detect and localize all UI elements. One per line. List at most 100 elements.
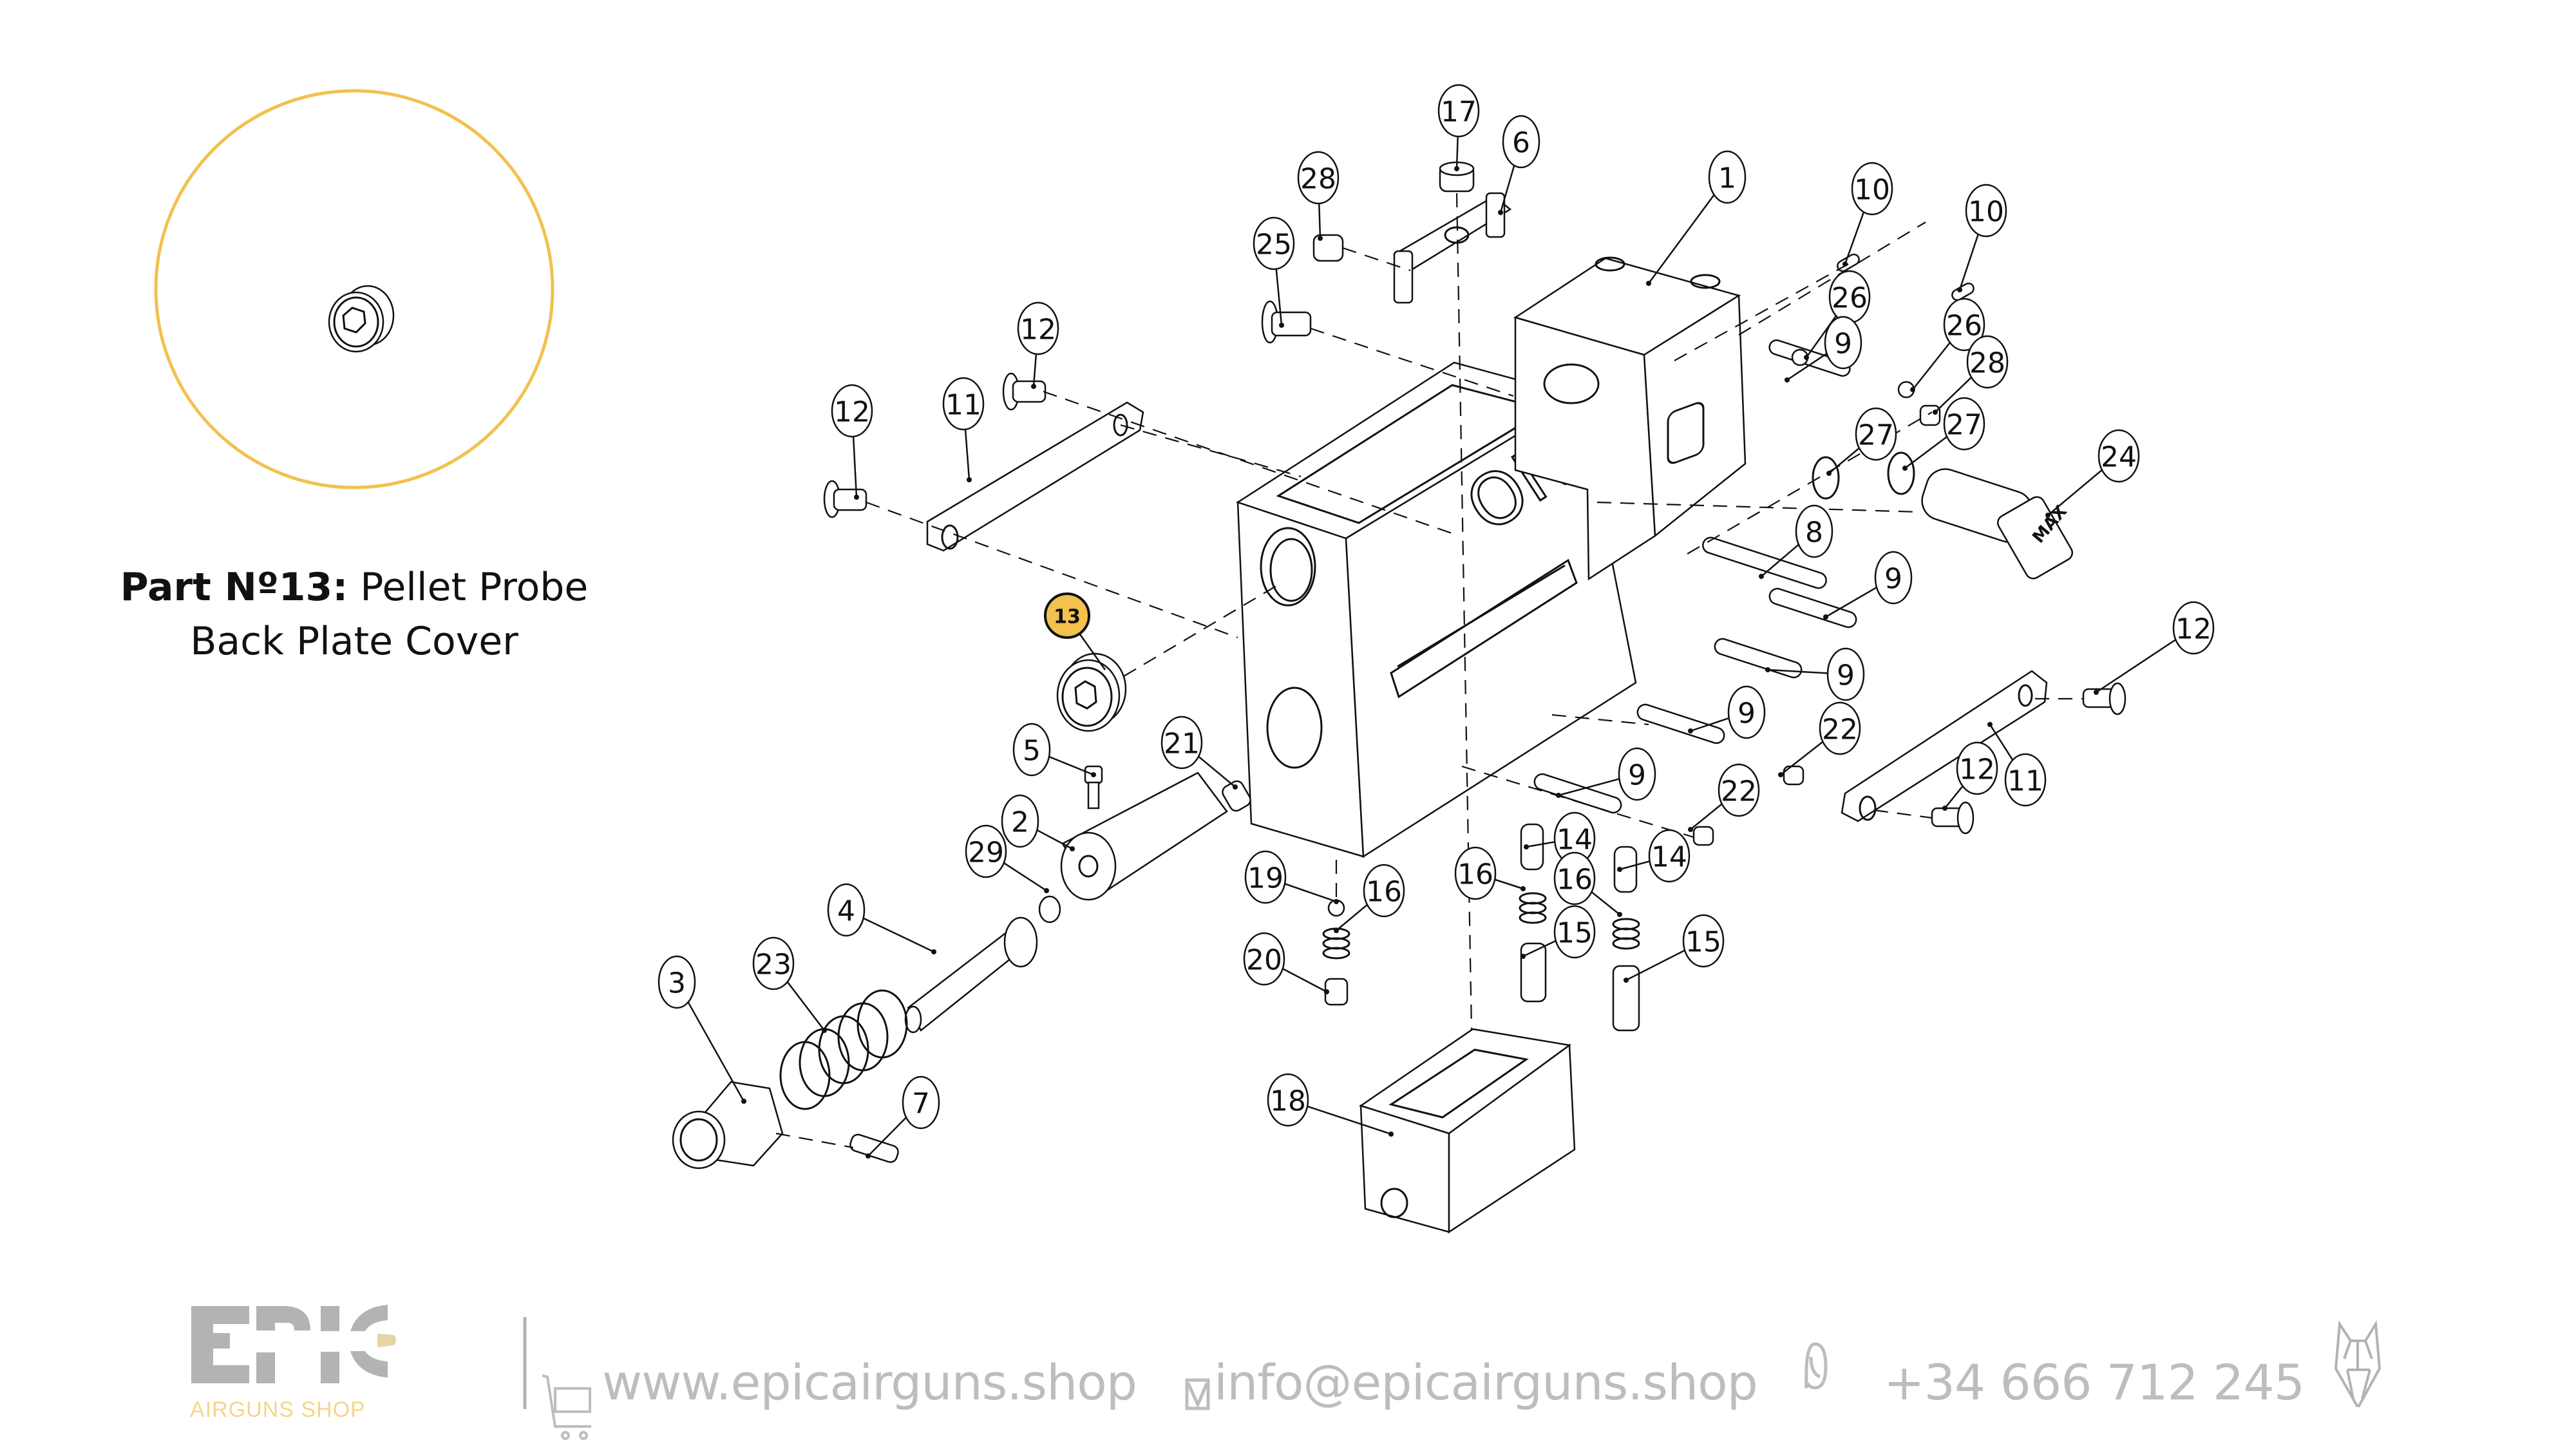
callout-anchor-dot — [1524, 844, 1529, 849]
callout-anchor-dot — [1842, 261, 1848, 267]
callout-anchor-dot — [1902, 466, 1908, 471]
callout-9[interactable]: 9 — [1688, 685, 1766, 739]
callout-16[interactable]: 16 — [1553, 851, 1622, 917]
callout-28[interactable]: 28 — [1297, 151, 1340, 241]
callout-number: 12 — [1959, 753, 1995, 786]
callout-10[interactable]: 10 — [1957, 184, 2007, 292]
callout-9[interactable]: 9 — [1765, 647, 1865, 701]
callout-19[interactable]: 19 — [1244, 850, 1339, 904]
callout-12[interactable]: 12 — [831, 384, 873, 500]
part-25-screw — [1261, 300, 1312, 344]
callout-12[interactable]: 12 — [1017, 301, 1059, 389]
detent-assembly-mid — [1519, 823, 1547, 1003]
callout-number: 11 — [2007, 765, 2043, 798]
callout-20[interactable]: 20 — [1243, 932, 1329, 994]
callout-number: 9 — [1628, 759, 1646, 792]
callout-1[interactable]: 1 — [1646, 150, 1747, 286]
callout-18[interactable]: 18 — [1267, 1073, 1394, 1137]
callout-leader — [863, 917, 934, 953]
callout-4[interactable]: 4 — [827, 883, 936, 954]
callout-11[interactable]: 11 — [1987, 722, 2047, 807]
callout-22[interactable]: 22 — [1688, 763, 1760, 832]
callout-leader — [1036, 829, 1073, 850]
callout-21[interactable]: 21 — [1160, 715, 1238, 790]
callout-anchor-dot — [1031, 384, 1036, 389]
callout-anchor-dot — [1987, 722, 1993, 727]
callout-number: 22 — [1721, 775, 1757, 808]
callout-16[interactable]: 16 — [1454, 846, 1526, 900]
callout-22[interactable]: 22 — [1778, 701, 1861, 777]
callout-16[interactable]: 16 — [1334, 864, 1405, 933]
callout-6[interactable]: 6 — [1498, 115, 1540, 215]
phone-number[interactable]: +34 666 712 245 — [1884, 1354, 2305, 1411]
epic-logo[interactable] — [191, 1305, 396, 1383]
callout-bubble — [1244, 850, 1287, 904]
callout-24[interactable]: 24 — [2045, 429, 2140, 518]
part-1-block — [1513, 256, 1747, 581]
callout-3[interactable]: 3 — [658, 955, 746, 1104]
callout-bubble — [1795, 504, 1833, 558]
email-link[interactable]: info@epicairguns.shop — [1214, 1354, 1758, 1411]
callout-2[interactable]: 2 — [1001, 794, 1075, 851]
callout-29[interactable]: 29 — [965, 824, 1049, 893]
callout-anchor-dot — [1617, 912, 1622, 917]
callout-5[interactable]: 5 — [1012, 723, 1096, 777]
callout-number: 3 — [668, 967, 686, 1000]
part-name-line2: Back Plate Cover — [190, 619, 518, 664]
callout-12[interactable]: 12 — [1942, 741, 1998, 811]
callout-bubble — [1553, 851, 1596, 905]
part-29-o-ring — [1038, 895, 1061, 923]
callout-9[interactable]: 9 — [1556, 747, 1656, 801]
callout-26[interactable]: 26 — [1804, 270, 1871, 360]
detent-assembly-right — [1612, 846, 1640, 1032]
callout-bubble — [1874, 551, 1913, 605]
callout-anchor-dot — [1070, 846, 1075, 851]
website-link[interactable]: www.epicairguns.shop — [602, 1354, 1137, 1411]
callout-number: 7 — [912, 1088, 930, 1121]
callout-15[interactable]: 15 — [1624, 914, 1725, 983]
callout-leader — [1767, 668, 1828, 674]
callout-8[interactable]: 8 — [1759, 504, 1833, 579]
callout-leader — [1318, 203, 1321, 239]
callout-15[interactable]: 15 — [1520, 905, 1596, 959]
callout-12[interactable]: 12 — [2094, 601, 2215, 695]
callout-27[interactable]: 27 — [1902, 397, 1985, 471]
callout-leader — [1989, 724, 2014, 761]
callout-number: 16 — [1557, 864, 1593, 896]
callout-14[interactable]: 14 — [1617, 829, 1690, 883]
callout-leader — [786, 981, 825, 1031]
callout-bubble — [1297, 151, 1340, 205]
callout-number: 28 — [1969, 347, 2005, 380]
part-caption: Part Nº13: Pellet Probe Back Plate Cover — [97, 560, 612, 668]
callout-bubble — [1727, 685, 1766, 739]
callout-11[interactable]: 11 — [942, 377, 985, 482]
callout-bubble — [1965, 184, 2007, 238]
callout-bubble — [831, 384, 873, 438]
part-28-sleeve-right — [1919, 404, 1941, 426]
callout-leader — [1619, 860, 1650, 871]
callout-27[interactable]: 27 — [1826, 407, 1897, 476]
callout-17[interactable]: 17 — [1437, 84, 1480, 171]
callout-10[interactable]: 10 — [1842, 162, 1893, 267]
callout-9[interactable]: 9 — [1823, 551, 1913, 620]
callout-bubble — [1855, 407, 1897, 461]
thumbnail-part-13-icon — [328, 285, 395, 353]
callout-28[interactable]: 28 — [1933, 335, 2009, 415]
callout-7[interactable]: 7 — [866, 1075, 940, 1159]
callout-anchor-dot — [1617, 867, 1622, 872]
callout-25[interactable]: 25 — [1253, 216, 1295, 328]
callout-9[interactable]: 9 — [1785, 316, 1862, 383]
callout-26[interactable]: 26 — [1910, 298, 1985, 392]
callout-leader — [1761, 544, 1799, 577]
callout-leader — [1455, 136, 1459, 169]
callout-23[interactable]: 23 — [752, 936, 827, 1033]
callout-leader — [1558, 778, 1620, 797]
callout-14[interactable]: 14 — [1524, 811, 1596, 866]
callout-leader — [1526, 841, 1555, 848]
callout-bubble — [658, 955, 696, 1009]
callout-number: 5 — [1023, 735, 1041, 768]
callout-number: 25 — [1256, 229, 1292, 261]
part-4-probe-rod — [904, 916, 1038, 1034]
highlight-badge-13[interactable]: 13 — [1044, 592, 1106, 670]
callout-anchor-dot — [931, 949, 936, 954]
